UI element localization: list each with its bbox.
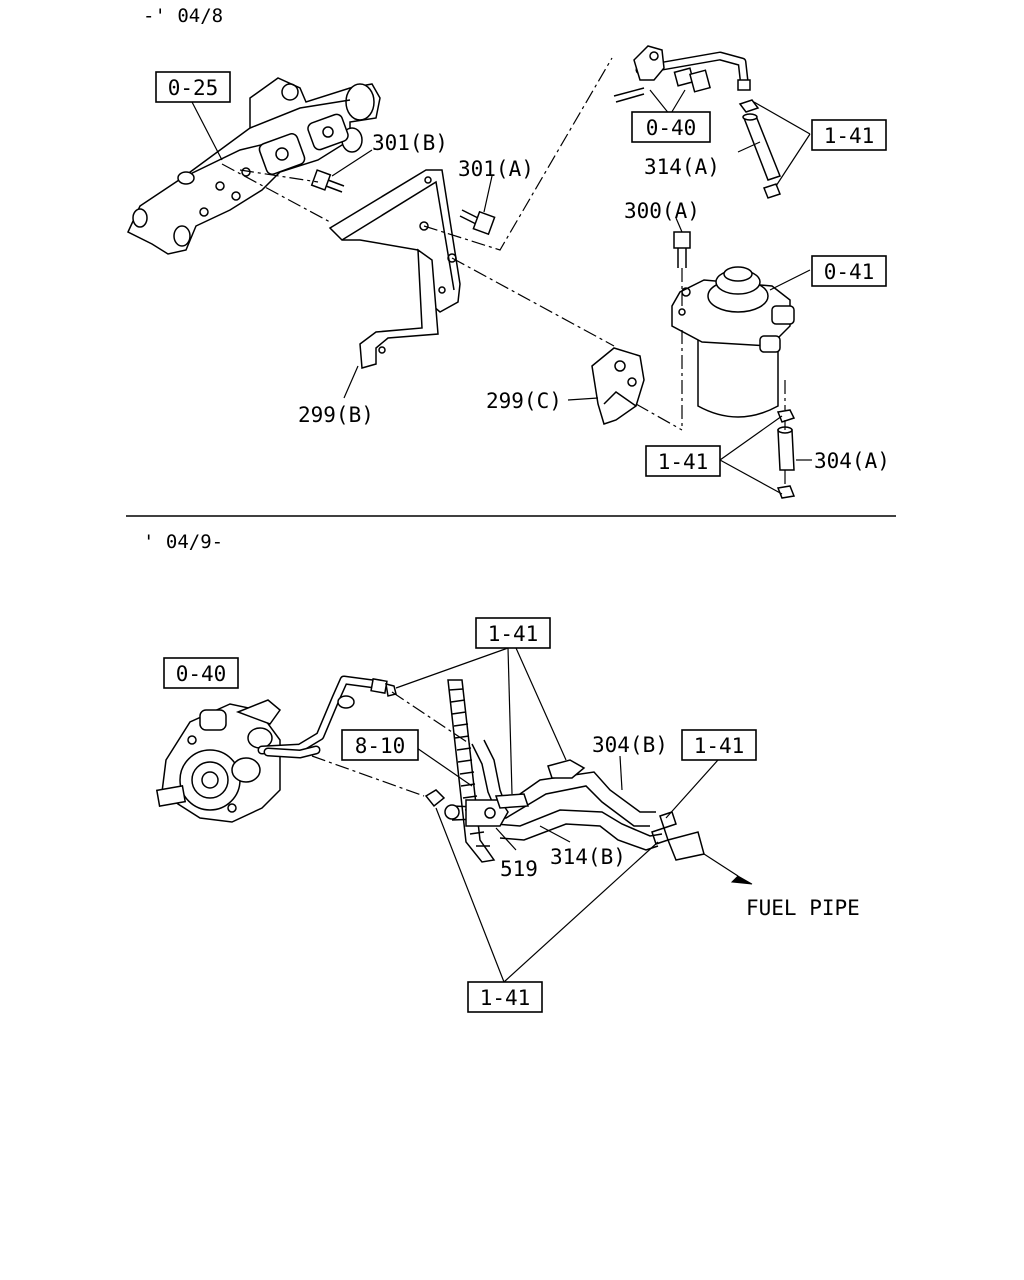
ref-0-40-text: 0-40 [646, 116, 697, 140]
bolt-300a-drawing [673, 231, 691, 268]
lower-leader-lines [311, 647, 753, 983]
part-301b-label: 301(B) [372, 131, 448, 155]
callout-1-41-upper-a: 1-41 [811, 119, 887, 151]
callout-1-41-lower-c: 1-41 [467, 981, 543, 1013]
part-519-label: 519 [500, 857, 538, 881]
fuel-filter-0-41-drawing [671, 266, 795, 418]
part-314b-label: 314(B) [550, 845, 626, 869]
lower-date-header: ' 04/9- [143, 531, 223, 553]
ref-0-25-text: 0-25 [168, 76, 219, 100]
hose-304a-drawing [776, 409, 796, 499]
part-300a-label: 300(A) [624, 199, 700, 223]
bracket-299b-drawing [328, 169, 461, 369]
callout-0-40-upper: 0-40 [631, 111, 711, 143]
ref-1-41-text: 1-41 [488, 622, 539, 646]
part-304a-label: 304(A) [814, 449, 890, 473]
fuel-pipe-note: FUEL PIPE [746, 896, 860, 920]
callout-0-40-lower: 0-40 [163, 657, 239, 689]
intake-manifold-drawing [127, 77, 381, 255]
ref-1-41-text: 1-41 [694, 734, 745, 758]
part-299c-label: 299(C) [486, 389, 562, 413]
injection-pump-drawing [155, 699, 282, 823]
part-314a-label: 314(A) [644, 155, 720, 179]
pump-outlet-pipe-drawing [257, 675, 397, 759]
ref-8-10-text: 8-10 [355, 734, 406, 758]
fuel-hoses-drawing [444, 739, 663, 851]
ref-0-40-text: 0-40 [176, 662, 227, 686]
part-304b-label: 304(B) [592, 733, 668, 757]
callout-1-41-lower-b: 1-41 [681, 729, 757, 761]
callout-8-10: 8-10 [341, 729, 419, 761]
bolt-301b-drawing [310, 169, 345, 193]
callout-1-41-upper-b: 1-41 [645, 445, 721, 477]
callout-0-25: 0-25 [155, 71, 231, 103]
ref-1-41-text: 1-41 [658, 450, 709, 474]
convoluted-tube-8-10-drawing [447, 679, 496, 863]
ref-1-41-text: 1-41 [480, 986, 531, 1010]
ref-0-41-text: 0-41 [824, 260, 875, 284]
bolt-301a-drawing [459, 209, 496, 236]
part-301a-label: 301(A) [458, 157, 534, 181]
hose-314a-drawing [738, 99, 781, 199]
callout-1-41-lower-a: 1-41 [475, 617, 551, 649]
bracket-299c-drawing [591, 347, 645, 425]
upper-leader-lines [191, 57, 812, 495]
feed-pipe-0-40-drawing [613, 45, 751, 103]
callout-0-41: 0-41 [811, 255, 887, 287]
upper-date-header: -' 04/8 [143, 5, 223, 27]
part-299b-label: 299(B) [298, 403, 374, 427]
ref-1-41-text: 1-41 [824, 124, 875, 148]
